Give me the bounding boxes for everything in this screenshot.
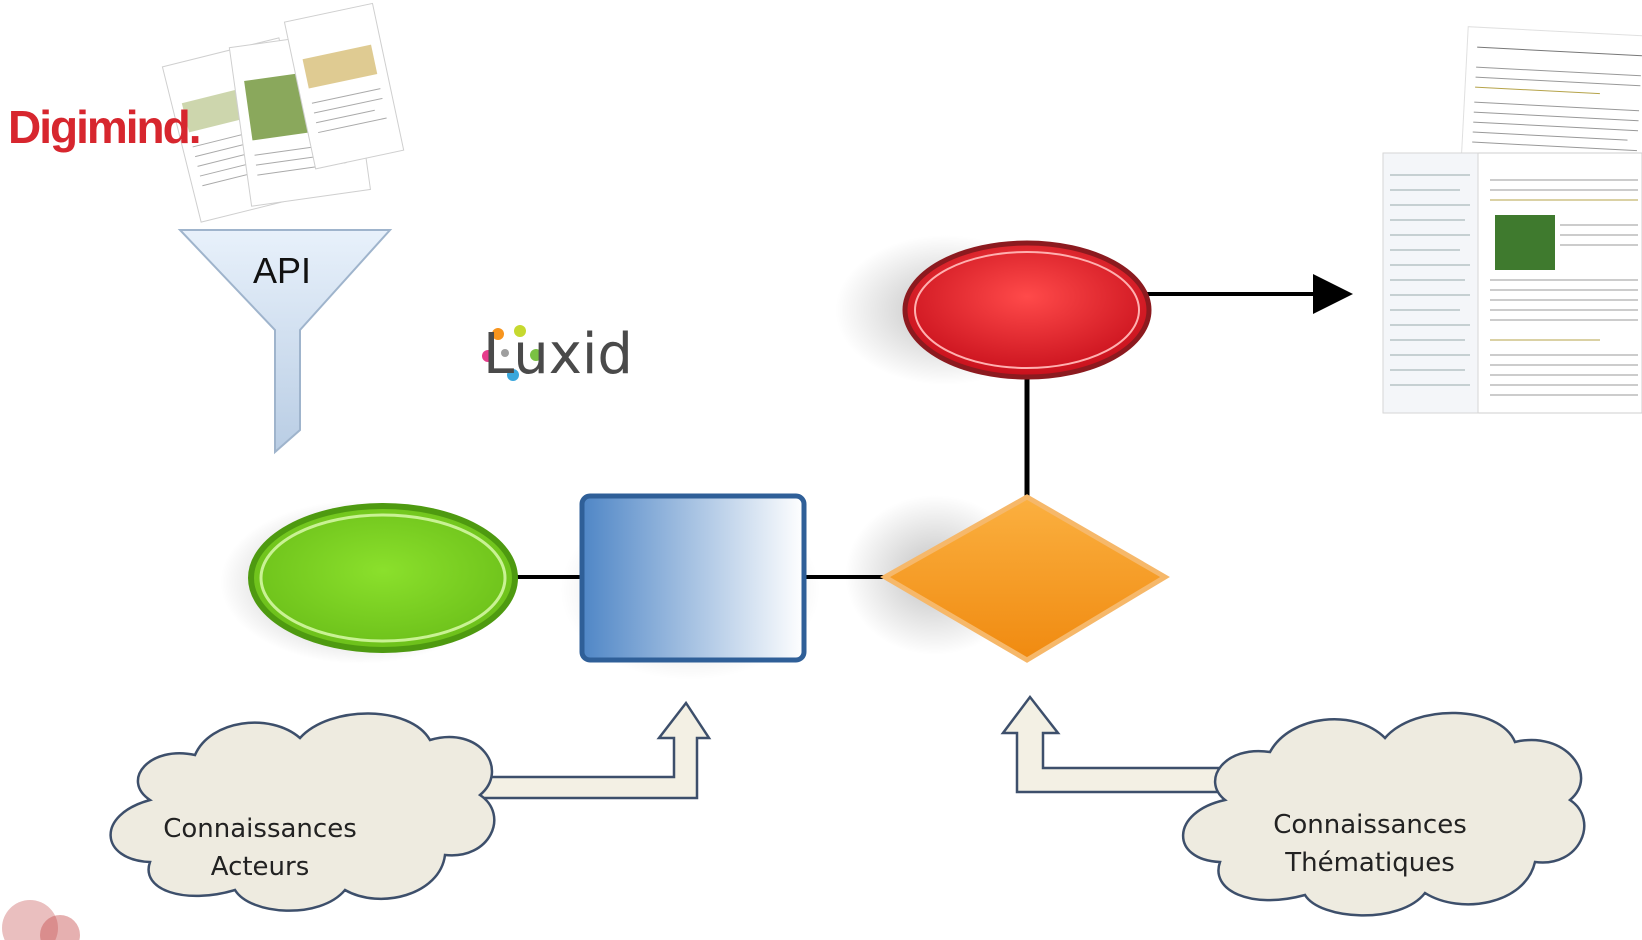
partial-logo (2, 900, 80, 940)
cloud-actors-line1: Connaissances (163, 814, 357, 844)
funnel-icon (177, 229, 393, 455)
cloud-themes-label: Connaissances Thématiques (1255, 806, 1485, 882)
report-thumbnail (161, 2, 405, 223)
arrow-icon (460, 694, 1235, 800)
cloud-actors-label: Connaissances Acteurs (150, 810, 370, 886)
funnel-label: API (253, 250, 312, 291)
luxid-logo-text: Luxid (483, 322, 633, 387)
luxid-logo (482, 325, 542, 381)
result-screenshot (1382, 26, 1642, 414)
digimind-logo: Digimind. (8, 101, 202, 153)
orange-diamond-node (845, 494, 1170, 663)
cloud-themes-line1: Connaissances (1273, 810, 1467, 840)
blue-rectangle-node (560, 493, 820, 680)
cloud-actors-line2: Acteurs (210, 852, 310, 882)
cloud-themes-line2: Thématiques (1285, 848, 1455, 878)
cloud-icon (109, 711, 1586, 917)
red-ellipse-node (835, 235, 1152, 385)
green-ellipse-node (220, 500, 518, 664)
